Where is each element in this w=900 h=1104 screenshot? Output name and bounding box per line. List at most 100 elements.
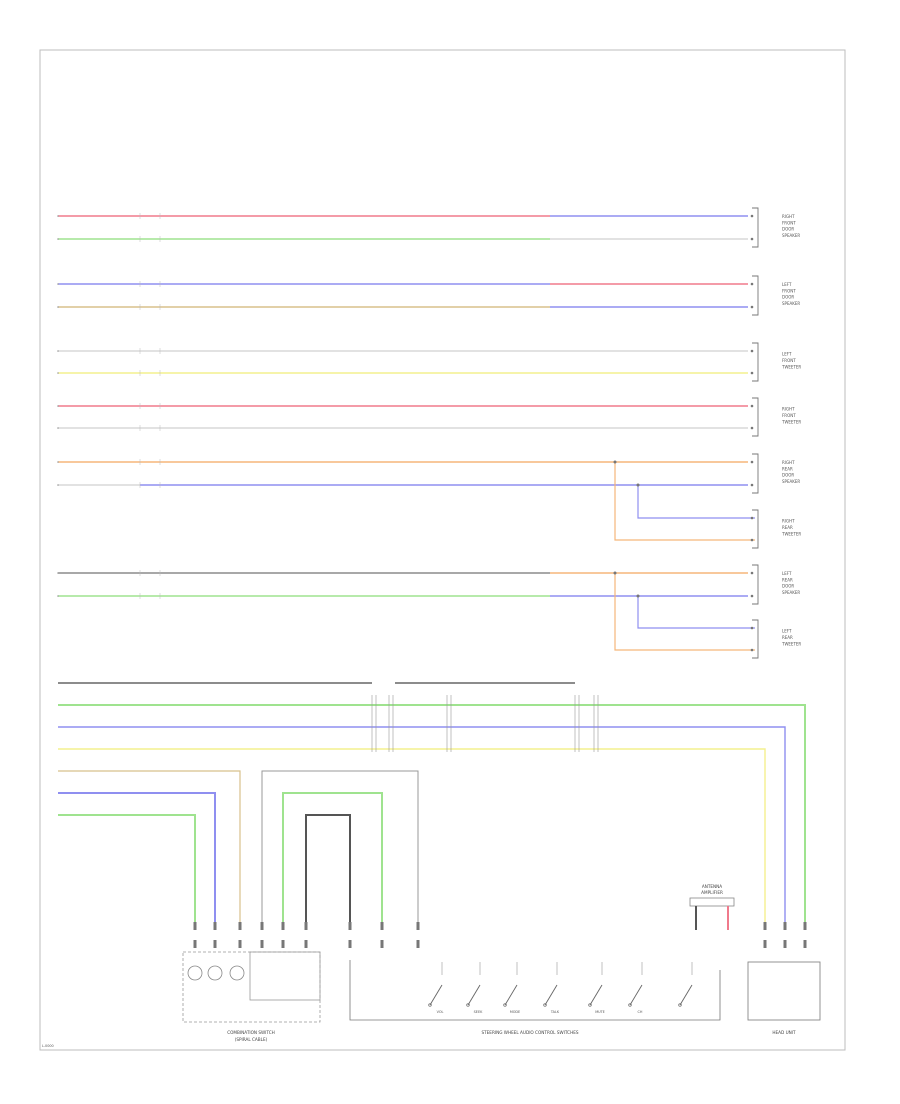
connector-pin [238,940,242,948]
switch-contact [467,984,481,1006]
wire-yellow-to-head-unit [58,748,766,930]
antenna-label: ANTENNA [702,884,722,889]
speaker-label: RIGHT [782,519,795,524]
speaker-label: DOOR [782,473,794,478]
connector-pin [281,940,285,948]
speaker-terminal [750,538,754,542]
speaker-terminal [750,594,754,598]
connector-pin [783,922,787,930]
connector-pin [260,922,264,930]
rr-tweeter-wire-blue [637,485,755,519]
speaker-label: REAR [782,635,793,640]
wire-green-to-head-unit [58,704,806,930]
speaker-label: REAR [782,466,793,471]
speaker-label: DOOR [782,227,794,232]
splice-dot [613,571,617,575]
speaker-label: LEFT [782,282,792,287]
connector-pin [783,940,787,948]
speaker-label: REAR [782,525,793,530]
connector-pin [380,940,384,948]
speaker-label: TWEETER [781,641,801,646]
wire-start [57,572,59,574]
connector-pin [416,940,420,948]
switch-pivot [466,1003,470,1007]
wire-black-to-steering [305,814,351,925]
wire-start [57,405,59,407]
antenna-amplifier: ANTENNA AMPLIFIER [689,884,735,930]
connector-pin [348,940,352,948]
switch-pivot [588,1003,592,1007]
rear-tap-lines [613,460,755,651]
speaker-terminal [750,404,754,408]
speaker-label: SPEAKER [782,233,800,238]
switch-contact [544,984,558,1006]
speaker-label: LEFT [782,629,792,634]
harness-connector-marks [371,695,599,752]
speaker-terminal [750,516,754,520]
speaker-label: DOOR [782,584,794,589]
switch-label: MODE [510,1010,520,1014]
speaker-label: FRONT [782,220,796,225]
lr-tweeter-wire-blue [637,596,755,629]
antenna-body [689,897,735,907]
speaker-label: FRONT [782,413,796,418]
speaker-bracket [752,342,759,382]
clock-spring-coil [187,965,203,981]
head-unit-label: HEAD UNIT [772,1030,796,1035]
connector-pin [803,940,807,948]
switch-pivot [428,1003,432,1007]
connector-pin [763,940,767,948]
speaker-bracket [752,509,759,549]
speaker-bracket [752,275,759,316]
wire-start [57,350,59,352]
speaker-terminal [750,626,754,630]
wire-start [57,484,59,486]
lower-harness [58,682,806,930]
speaker-terminal [750,648,754,652]
speaker-label: SPEAKER [782,479,800,484]
speaker-terminal [750,371,754,375]
speaker-terminal [750,214,754,218]
wire-start [57,461,59,463]
switch-label: MUTE [595,1010,605,1014]
switch-label: VOL [437,1010,444,1014]
speaker-label: TWEETER [781,419,801,424]
switch-pivot [678,1003,682,1007]
switch-contact [679,984,693,1006]
diagram-code: L-0000 [42,1044,54,1048]
wire-start [57,372,59,374]
switch-label: TALK [550,1010,560,1014]
wire-white-to-steering [261,770,419,925]
speaker-label: LEFT [782,352,792,357]
connector-pin [260,940,264,948]
head-unit-box [747,961,821,1021]
rr-tweeter-wire-orange [614,462,755,541]
lr-tweeter-wire-orange [614,573,755,651]
combination-switch-box [249,951,321,1001]
speaker-label: REAR [782,577,793,582]
connector-pin [238,922,242,930]
combination-switch-sublabel: (SPIRAL CABLE) [235,1037,268,1042]
wire-start [57,215,59,217]
speaker-label: RIGHT [782,214,795,219]
speaker-label: LEFT [782,571,792,576]
connector-pin [763,922,767,930]
connector-pin [348,922,352,930]
head-unit: HEAD UNIT [747,961,821,1035]
switch-contact [429,984,443,1006]
connector-pin [213,940,217,948]
wire-start [57,427,59,429]
wire-green-to-steering [282,792,383,925]
speaker-terminal [750,460,754,464]
wire-blue-to-head-unit [58,726,786,930]
speaker-bracket [752,564,759,605]
speaker-components: RIGHTFRONTDOORSPEAKERLEFTFRONTDOORSPEAKE… [750,207,801,659]
speaker-label: SPEAKER [782,301,800,306]
steering-switch-ground [349,960,721,1021]
wire-blue-to-switch [58,792,216,925]
speaker-bracket [752,207,759,248]
speaker-label: TWEETER [781,364,801,369]
